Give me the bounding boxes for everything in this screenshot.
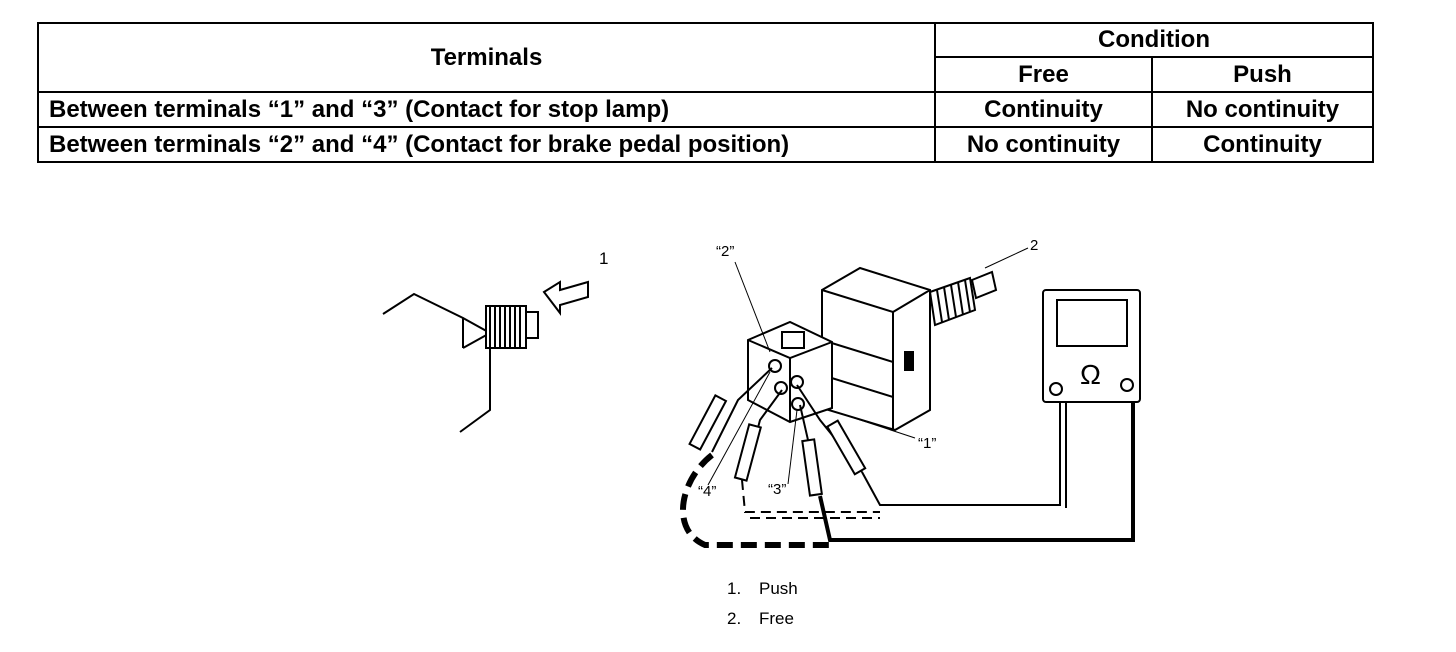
header-condition: Condition bbox=[934, 22, 1374, 58]
header-free: Free bbox=[934, 56, 1153, 93]
row-1-terminals: Between terminals “1” and “3” (Contact f… bbox=[37, 91, 936, 128]
leader-lines bbox=[707, 247, 1029, 486]
legend-label: Push bbox=[759, 579, 798, 598]
ohmmeter-icon bbox=[1042, 289, 1141, 403]
push-arrow-icon bbox=[542, 280, 589, 316]
callout-1: 1 bbox=[599, 249, 608, 268]
terminal-3-label: “3” bbox=[768, 481, 786, 498]
row-2-push: Continuity bbox=[1151, 126, 1374, 163]
callout-2: 2 bbox=[1030, 237, 1038, 254]
legend-item-2: 2. Free bbox=[727, 609, 794, 629]
row-2-free: No continuity bbox=[934, 126, 1153, 163]
ohm-symbol: Ω bbox=[1080, 359, 1101, 390]
row-1-free: Continuity bbox=[934, 91, 1153, 128]
tester-probes bbox=[688, 367, 867, 497]
legend-label: Free bbox=[759, 609, 794, 628]
switch-thread bbox=[485, 305, 539, 349]
row-1-push: No continuity bbox=[1151, 91, 1374, 128]
legend-number: 2. bbox=[727, 609, 742, 628]
header-terminals: Terminals bbox=[37, 22, 936, 93]
header-push: Push bbox=[1151, 56, 1374, 93]
terminal-1-label: “1” bbox=[918, 435, 936, 452]
legend-item-1: 1. Push bbox=[727, 579, 798, 599]
switch-thread bbox=[928, 270, 998, 327]
terminal-2-label: “2” bbox=[716, 243, 734, 260]
terminal-4-label: “4” bbox=[698, 483, 716, 500]
condition-table: Terminals Condition Free Push Between te… bbox=[37, 22, 1374, 163]
legend-number: 1. bbox=[727, 579, 742, 598]
stop-lamp-switch bbox=[747, 266, 998, 432]
tester-leads bbox=[680, 400, 1135, 548]
row-2-terminals: Between terminals “2” and “4” (Contact f… bbox=[37, 126, 936, 163]
pedal-switch-push-illustration bbox=[382, 280, 589, 433]
